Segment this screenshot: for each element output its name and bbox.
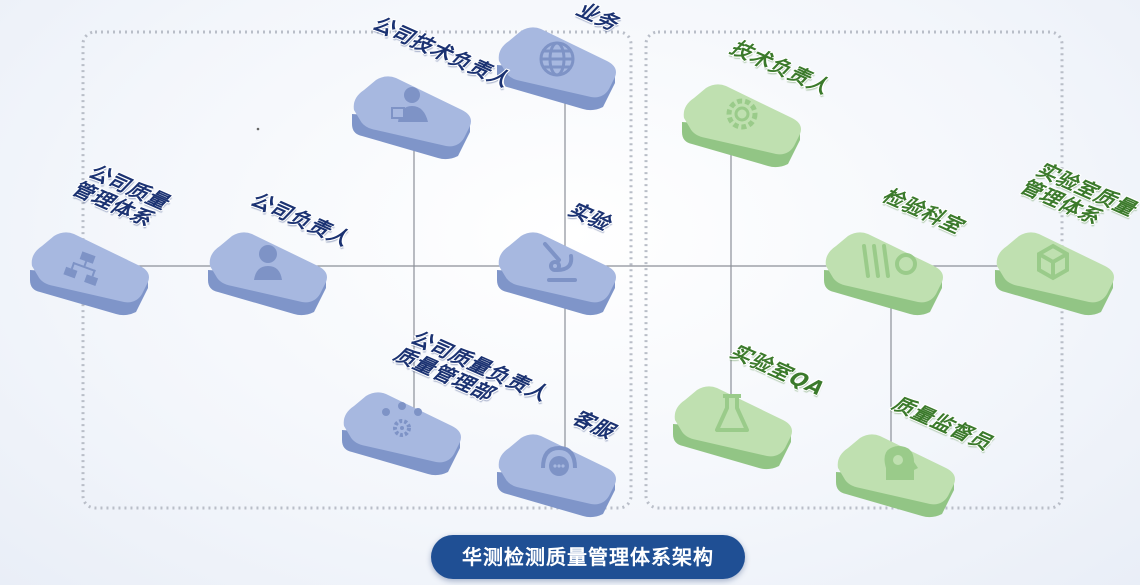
head-gear-icon bbox=[884, 446, 918, 480]
node-company-tech-head[interactable] bbox=[350, 72, 471, 168]
node-lab-quality-system[interactable] bbox=[993, 228, 1114, 324]
node-company-head[interactable] bbox=[206, 228, 327, 324]
team-gear-icon bbox=[382, 402, 422, 437]
gear-icon bbox=[726, 98, 758, 130]
node-business[interactable] bbox=[495, 23, 616, 119]
node-company-quality-head[interactable] bbox=[340, 388, 461, 484]
node-company-quality-system[interactable] bbox=[28, 228, 149, 324]
diagram-caption: 华测检测质量管理体系架构 bbox=[431, 535, 745, 579]
cube-icon bbox=[1037, 243, 1069, 281]
node-laboratory[interactable] bbox=[495, 228, 616, 324]
org-chart-icon bbox=[63, 251, 99, 286]
lab-tubes-icon bbox=[862, 244, 917, 278]
node-tech-head[interactable] bbox=[680, 80, 801, 176]
node-quality-supervisor[interactable] bbox=[834, 430, 955, 526]
headset-icon bbox=[541, 445, 577, 476]
tech-person-icon bbox=[391, 87, 428, 122]
microscope-icon bbox=[543, 242, 577, 282]
globe-icon bbox=[539, 41, 575, 77]
node-customer-service[interactable] bbox=[495, 430, 616, 526]
node-testing-department[interactable] bbox=[822, 228, 943, 324]
flask-icon bbox=[715, 394, 749, 432]
node-lab-qa[interactable] bbox=[671, 382, 792, 478]
person-icon bbox=[254, 245, 282, 280]
